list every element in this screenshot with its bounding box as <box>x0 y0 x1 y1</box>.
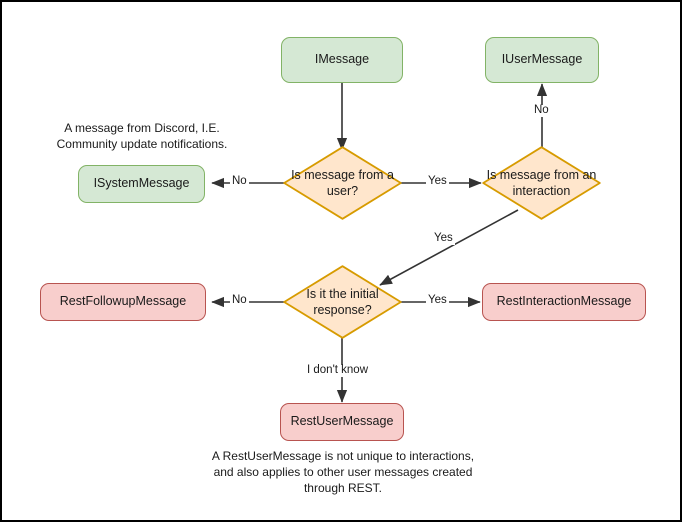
node-iusermessage[interactable]: IUserMessage <box>485 37 599 83</box>
node-isystemmessage[interactable]: ISystemMessage <box>78 165 205 203</box>
decision-interaction-shape <box>482 146 601 220</box>
node-imessage-label: IMessage <box>314 52 370 67</box>
note-rest-user-message: A RestUserMessage is not unique to inter… <box>211 449 475 496</box>
node-restfollowupmessage-label: RestFollowupMessage <box>59 294 187 309</box>
edge-label-initial-no: No <box>230 294 249 307</box>
node-restfollowupmessage[interactable]: RestFollowupMessage <box>40 283 206 321</box>
edge-label-user-yes: Yes <box>426 175 449 188</box>
node-iusermessage-label: IUserMessage <box>501 52 583 67</box>
node-imessage[interactable]: IMessage <box>281 37 403 83</box>
node-decision-interaction-label: Is message from an interaction <box>486 167 597 198</box>
edge-label-interaction-yes: Yes <box>432 232 455 245</box>
node-decision-user[interactable]: Is message from a user? <box>283 146 402 220</box>
edge-label-user-no: No <box>230 175 249 188</box>
decision-initial-shape <box>283 265 402 339</box>
node-restusermessage-label: RestUserMessage <box>290 414 394 429</box>
node-decision-initial[interactable]: Is it the initial response? <box>283 265 402 339</box>
note-system-message: A message from Discord, I.E. Community u… <box>56 121 228 152</box>
node-decision-initial-label: Is it the initial response? <box>306 286 379 317</box>
edge-label-interaction-no: No <box>532 104 551 117</box>
node-restinteractionmessage-label: RestInteractionMessage <box>496 294 632 309</box>
node-isystemmessage-label: ISystemMessage <box>93 176 190 191</box>
decision-user-shape <box>283 146 402 220</box>
node-decision-user-label: Is message from a user? <box>291 167 394 198</box>
node-restusermessage[interactable]: RestUserMessage <box>280 403 404 441</box>
edge-label-initial-yes: Yes <box>426 294 449 307</box>
node-decision-interaction[interactable]: Is message from an interaction <box>482 146 601 220</box>
node-restinteractionmessage[interactable]: RestInteractionMessage <box>482 283 646 321</box>
edge-label-initial-unknown: I don't know <box>305 364 371 377</box>
